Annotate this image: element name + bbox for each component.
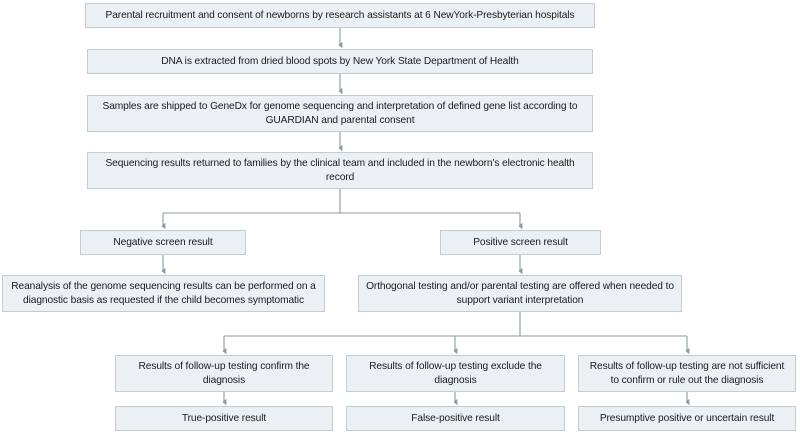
node-presumptive-positive-label: Presumptive positive or uncertain result xyxy=(599,412,775,424)
node-followup-insufficient: Results of follow-up testing are not suf… xyxy=(578,355,796,392)
node-reanalysis-label: Reanalysis of the genome sequencing resu… xyxy=(11,281,316,306)
node-results-returned: Sequencing results returned to families … xyxy=(87,152,593,189)
node-true-positive: True-positive result xyxy=(115,406,333,431)
node-followup-confirm: Results of follow-up testing confirm the… xyxy=(115,355,333,392)
node-dna-extraction: DNA is extracted from dried blood spots … xyxy=(87,49,593,74)
node-recruitment: Parental recruitment and consent of newb… xyxy=(85,3,595,28)
node-false-positive: False-positive result xyxy=(346,406,565,431)
node-negative-screen-label: Negative screen result xyxy=(113,236,213,248)
node-sequencing: Samples are shipped to GeneDx for genome… xyxy=(87,95,593,132)
node-followup-confirm-label: Results of follow-up testing confirm the… xyxy=(138,361,310,386)
node-dna-extraction-label: DNA is extracted from dried blood spots … xyxy=(161,55,519,67)
node-orthogonal-testing: Orthogonal testing and/or parental testi… xyxy=(358,275,682,312)
node-negative-screen: Negative screen result xyxy=(80,230,246,255)
node-followup-exclude-label: Results of follow-up testing exclude the… xyxy=(369,361,542,386)
node-sequencing-label: Samples are shipped to GeneDx for genome… xyxy=(102,101,578,126)
node-followup-exclude: Results of follow-up testing exclude the… xyxy=(346,355,565,392)
node-presumptive-positive: Presumptive positive or uncertain result xyxy=(578,406,796,431)
node-reanalysis: Reanalysis of the genome sequencing resu… xyxy=(2,275,325,312)
node-positive-screen-label: Positive screen result xyxy=(473,236,568,248)
node-positive-screen: Positive screen result xyxy=(440,230,601,255)
node-false-positive-label: False-positive result xyxy=(411,412,500,424)
node-orthogonal-testing-label: Orthogonal testing and/or parental testi… xyxy=(366,281,674,306)
node-true-positive-label: True-positive result xyxy=(181,412,267,424)
node-results-returned-label: Sequencing results returned to families … xyxy=(105,158,575,183)
node-followup-insufficient-label: Results of follow-up testing are not suf… xyxy=(589,361,785,386)
node-recruitment-label: Parental recruitment and consent of newb… xyxy=(105,9,575,21)
